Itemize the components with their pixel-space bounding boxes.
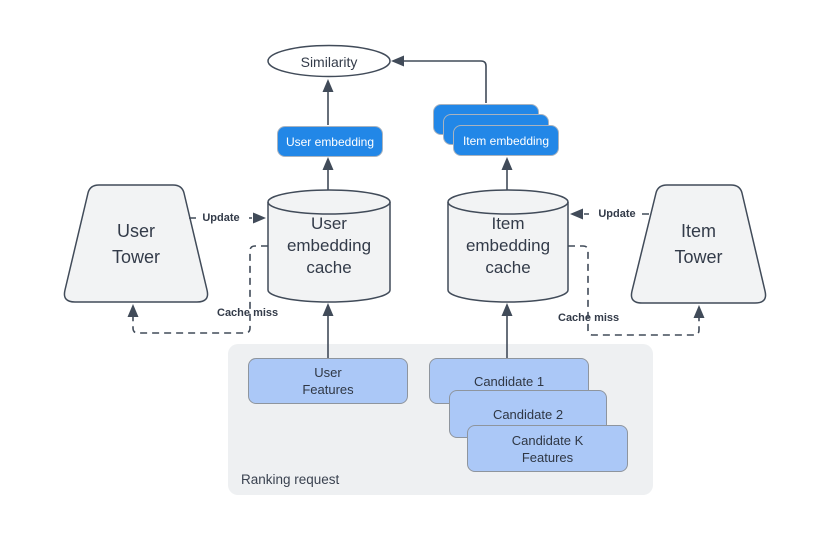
update-left-label: Update [198,211,244,225]
similarity-ellipse [267,44,391,78]
user-cache-label: User embedding cache [286,214,372,277]
connector-cache-miss-right [568,245,700,336]
cache-miss-right-label: Cache miss [558,312,620,324]
arrowhead-into-user-cache [322,303,334,316]
item-tower-label: Item Tower [674,221,723,267]
item-cache-cylinder-rim [447,201,569,215]
user-tower-label: User Tower [111,221,160,267]
connector-cache-miss-left [132,245,268,334]
ranking-request-label: Ranking request [241,472,340,487]
cache-miss-left-label: Cache miss [217,307,279,319]
arrowhead-cache-miss-left [127,304,139,317]
arrowhead-into-similarity-right [391,55,404,67]
user-cache-cylinder [267,189,391,303]
user-features-box: User Features [248,358,408,404]
update-right-label: Update [594,207,640,221]
connector-item-embedding-to-similarity [403,60,487,103]
user-cache-cylinder-rim [267,201,391,215]
item-embedding-box-front: Item embedding [453,125,559,156]
arrowhead-into-similarity-bottom [322,79,334,92]
item-cache-cylinder [447,189,569,303]
arrowhead-update-left [253,212,266,224]
candidate-k-box: Candidate K Features [467,425,628,472]
user-tower-shape [63,184,209,303]
arrowhead-update-right [570,208,583,220]
item-cache-label: Item embedding cache [465,214,551,277]
user-embedding-box: User embedding [277,126,383,157]
item-tower-shape [630,184,767,304]
arrowhead-into-user-embedding [322,157,334,170]
arrowhead-into-item-embedding [501,157,513,170]
arrowhead-cache-miss-right [693,305,705,318]
arrowhead-into-item-cache [501,303,513,316]
similarity-node-label: Similarity [300,53,358,70]
